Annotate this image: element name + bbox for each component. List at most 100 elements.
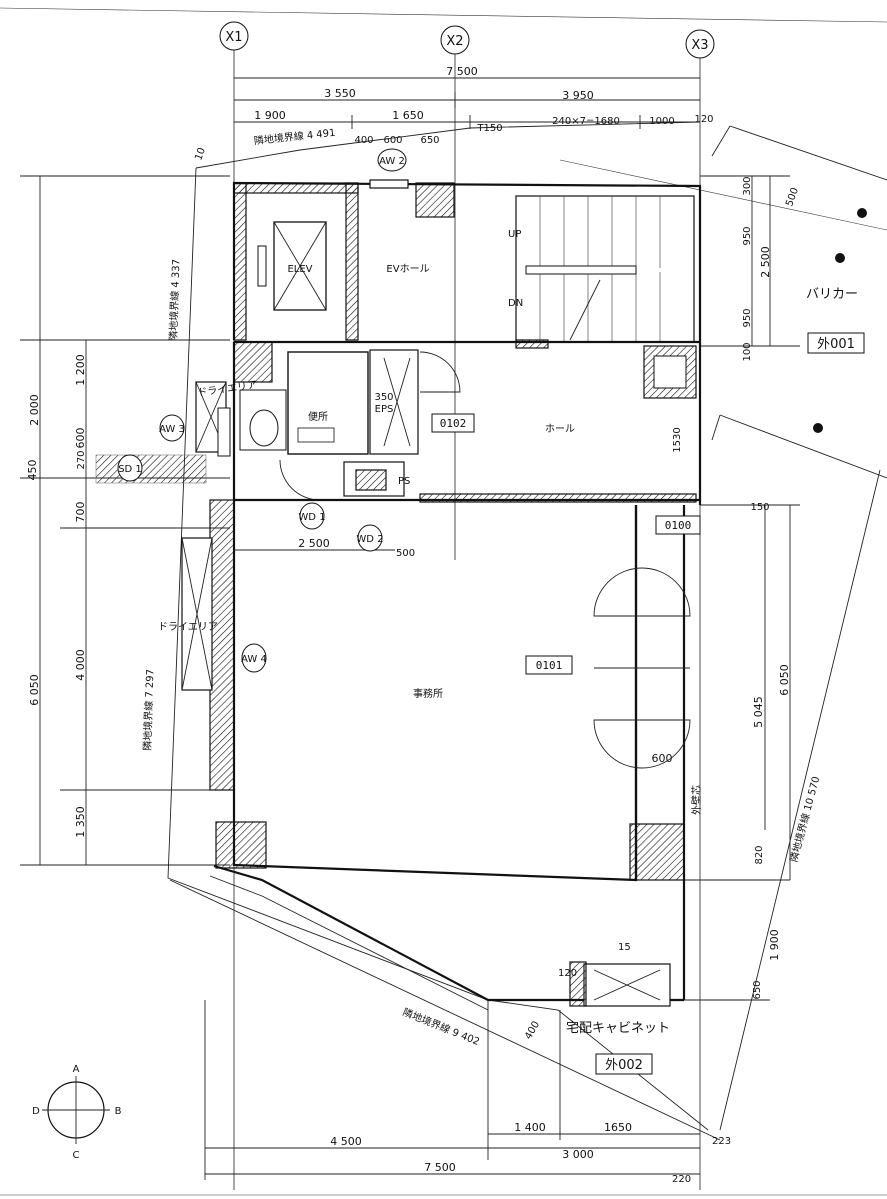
parking-area: バリカー 外001	[559, 125, 887, 479]
svg-text:820: 820	[754, 845, 765, 864]
svg-text:1650: 1650	[604, 1121, 632, 1134]
svg-text:0100: 0100	[665, 519, 692, 532]
middle-zone: ドライエリア 便所 EPS 350 PS ホール 0102	[195, 341, 700, 503]
svg-text:WD 2: WD 2	[356, 534, 383, 545]
svg-text:1 350: 1 350	[74, 806, 87, 838]
svg-text:6 050: 6 050	[28, 674, 41, 706]
stair-up-label: UP	[508, 229, 521, 240]
svg-text:600: 600	[74, 428, 87, 449]
svg-text:B: B	[115, 1106, 122, 1117]
svg-text:1 900: 1 900	[768, 929, 781, 961]
svg-text:D: D	[32, 1106, 40, 1117]
toilet-room	[287, 351, 369, 455]
svg-text:外002: 外002	[605, 1058, 643, 1073]
dry-area-label-2: ドライエリア	[158, 621, 218, 633]
svg-text:350: 350	[374, 392, 393, 403]
svg-text:3 550: 3 550	[324, 87, 356, 100]
svg-text:2 500: 2 500	[759, 246, 772, 278]
svg-text:450: 450	[26, 460, 39, 481]
delivery-cabinet-label: 宅配キャビネット	[566, 1021, 670, 1036]
grid-bubble-x3: X3	[685, 29, 715, 59]
svg-text:7 500: 7 500	[424, 1161, 456, 1174]
ext002-tag	[595, 1053, 653, 1075]
main-office: ドライエリア 0101 事務所 0100 2 500 500	[158, 499, 701, 1000]
svg-text:300: 300	[742, 176, 753, 195]
toilet-label: 便所	[308, 410, 328, 423]
bollard-label: バリカー	[806, 287, 858, 302]
svg-text:隣地境界線 10 570: 隣地境界線 10 570	[787, 775, 822, 864]
compass-symbol: A B C D	[32, 1064, 121, 1161]
svg-text:150: 150	[750, 502, 769, 513]
svg-text:X1: X1	[225, 30, 242, 45]
ext001-tag	[807, 332, 865, 354]
office-code-tag	[525, 655, 573, 675]
bottom-wall: 120 15 400 宅配キャビネット 外002	[209, 864, 684, 1075]
svg-text:600: 600	[383, 135, 402, 146]
bollard-dot	[857, 208, 867, 218]
svg-text:AW 2: AW 2	[379, 156, 405, 167]
left-dimensions: 2 000 6 050 450 1 200 600 270 700 4 000 …	[20, 175, 230, 866]
svg-text:隣地境界線 4 337: 隣地境界線 4 337	[167, 259, 183, 341]
svg-text:0102: 0102	[440, 417, 467, 430]
svg-text:950: 950	[742, 308, 753, 327]
svg-text:WD 1: WD 1	[298, 512, 325, 523]
svg-text:AW 3: AW 3	[159, 424, 185, 435]
svg-text:120: 120	[558, 968, 577, 979]
svg-text:外壁芯: 外壁芯	[690, 785, 703, 815]
svg-text:1 900: 1 900	[254, 109, 286, 122]
svg-text:240×7=1680: 240×7=1680	[552, 116, 620, 127]
tag-wd1: WD 1	[298, 502, 326, 530]
svg-text:950: 950	[742, 226, 753, 245]
window-door-tags: AW 2 AW 3 SD 1 WD 1 WD 2 AW 4	[117, 148, 407, 673]
svg-text:1 200: 1 200	[74, 354, 87, 386]
svg-text:隣地境界線 7 297: 隣地境界線 7 297	[141, 669, 157, 751]
ev-hall-label: EVホール	[386, 263, 429, 275]
tag-aw3: AW 3	[159, 414, 185, 442]
top-dimensions: 7 500 3 550 3 950 1 900 1 650 240×7=1680…	[193, 65, 714, 169]
stair-treads	[525, 196, 661, 342]
bottom-dimensions: 4 500 3 000 7 500 1 400 1650 223 220	[204, 1000, 731, 1185]
svg-text:4 500: 4 500	[330, 1135, 362, 1148]
bollard-dot	[813, 423, 823, 433]
grid-axes: X1 X2 X3	[219, 21, 715, 1190]
upper-core: ELEV EVホール UP DN	[232, 179, 702, 505]
tag-sd: SD 1	[117, 454, 143, 482]
svg-text:1000: 1000	[649, 116, 674, 127]
eps-shaft	[369, 349, 419, 455]
svg-text:120: 120	[694, 114, 713, 125]
svg-text:X3: X3	[691, 38, 708, 53]
svg-text:4 000: 4 000	[74, 649, 87, 681]
svg-text:100: 100	[742, 342, 753, 361]
svg-text:AW 4: AW 4	[241, 654, 267, 665]
tag-wd2: WD 2	[356, 524, 384, 552]
svg-text:1 650: 1 650	[392, 109, 424, 122]
eps-label: EPS	[375, 404, 394, 415]
svg-text:500: 500	[396, 548, 415, 559]
svg-text:隣地境界線 9 402: 隣地境界線 9 402	[401, 1005, 482, 1048]
code-0100-tag	[655, 515, 701, 535]
grid-bubble-x2: X2	[440, 25, 470, 55]
grid-bubble-x1: X1	[219, 21, 249, 51]
svg-text:650: 650	[420, 135, 439, 146]
svg-text:0101: 0101	[536, 659, 563, 672]
svg-text:隣地境界線 4 491: 隣地境界線 4 491	[253, 126, 336, 147]
svg-text:7 500: 7 500	[446, 65, 478, 78]
svg-text:5 045: 5 045	[752, 696, 765, 728]
svg-text:220: 220	[672, 1174, 691, 1185]
svg-text:15: 15	[618, 942, 631, 953]
svg-text:650: 650	[752, 980, 763, 999]
svg-text:500: 500	[784, 186, 801, 208]
tag-aw4: AW 4	[241, 643, 267, 673]
toilet-bowl	[249, 409, 279, 447]
svg-text:600: 600	[652, 752, 673, 765]
tag-aw2: AW 2	[377, 148, 407, 172]
hall-label: ホール	[545, 423, 575, 435]
svg-text:3 000: 3 000	[562, 1148, 594, 1161]
svg-text:10: 10	[193, 146, 208, 162]
svg-text:SD 1: SD 1	[118, 464, 142, 475]
svg-text:2 500: 2 500	[298, 537, 330, 550]
office-label: 事務所	[413, 687, 443, 700]
svg-text:700: 700	[74, 502, 87, 523]
svg-text:C: C	[73, 1150, 80, 1161]
